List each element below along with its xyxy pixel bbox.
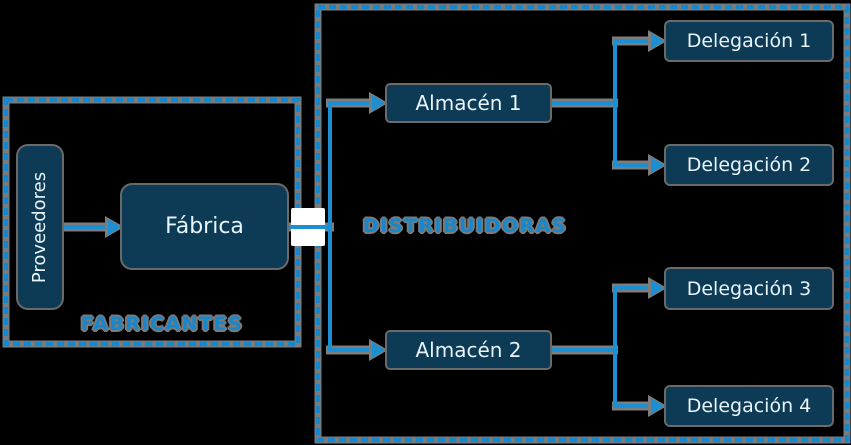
node-delegacion2: Delegación 2 [666, 146, 832, 184]
arrowhead-fabrica [108, 219, 121, 235]
node-delegacion4: Delegación 4 [666, 387, 832, 425]
node-proveedores-label: Proveedores [29, 171, 51, 283]
node-almacen1-label: Almacén 1 [415, 91, 522, 115]
node-delegacion3: Delegación 3 [666, 269, 832, 308]
group-label-fabricantes: FABRICANTES [80, 313, 244, 335]
arrowhead-almacen2 [372, 342, 385, 358]
arrowhead-delegacion1 [651, 33, 664, 49]
edge-almacen2-delegaciones [613, 286, 657, 408]
connector-lines [62, 39, 657, 408]
node-fabrica-label: Fábrica [165, 214, 244, 239]
node-fabrica: Fábrica [122, 185, 287, 268]
arrowhead-delegacion3 [651, 280, 664, 296]
arrowheads [105, 30, 667, 417]
node-delegacion2-label: Delegación 2 [686, 154, 812, 176]
edge-trunk-almacenes [328, 101, 377, 352]
arrowhead-almacen1 [372, 95, 385, 111]
arrowhead-delegacion4 [651, 398, 664, 414]
node-delegacion1: Delegación 1 [666, 22, 832, 60]
node-delegacion4-label: Delegación 4 [686, 395, 812, 417]
node-almacen2: Almacén 2 [387, 332, 550, 368]
node-proveedores: Proveedores [18, 146, 62, 308]
node-delegacion3-label: Delegación 3 [686, 277, 812, 300]
node-delegacion1-label: Delegación 1 [686, 30, 812, 52]
group-label-distribuidoras: DISTRIBUIDORAS [362, 215, 568, 237]
arrowhead-delegacion2 [651, 157, 664, 173]
node-almacen2-label: Almacén 2 [415, 338, 522, 362]
edge-almacen1-delegaciones [613, 39, 657, 167]
node-almacen1: Almacén 1 [387, 85, 550, 121]
